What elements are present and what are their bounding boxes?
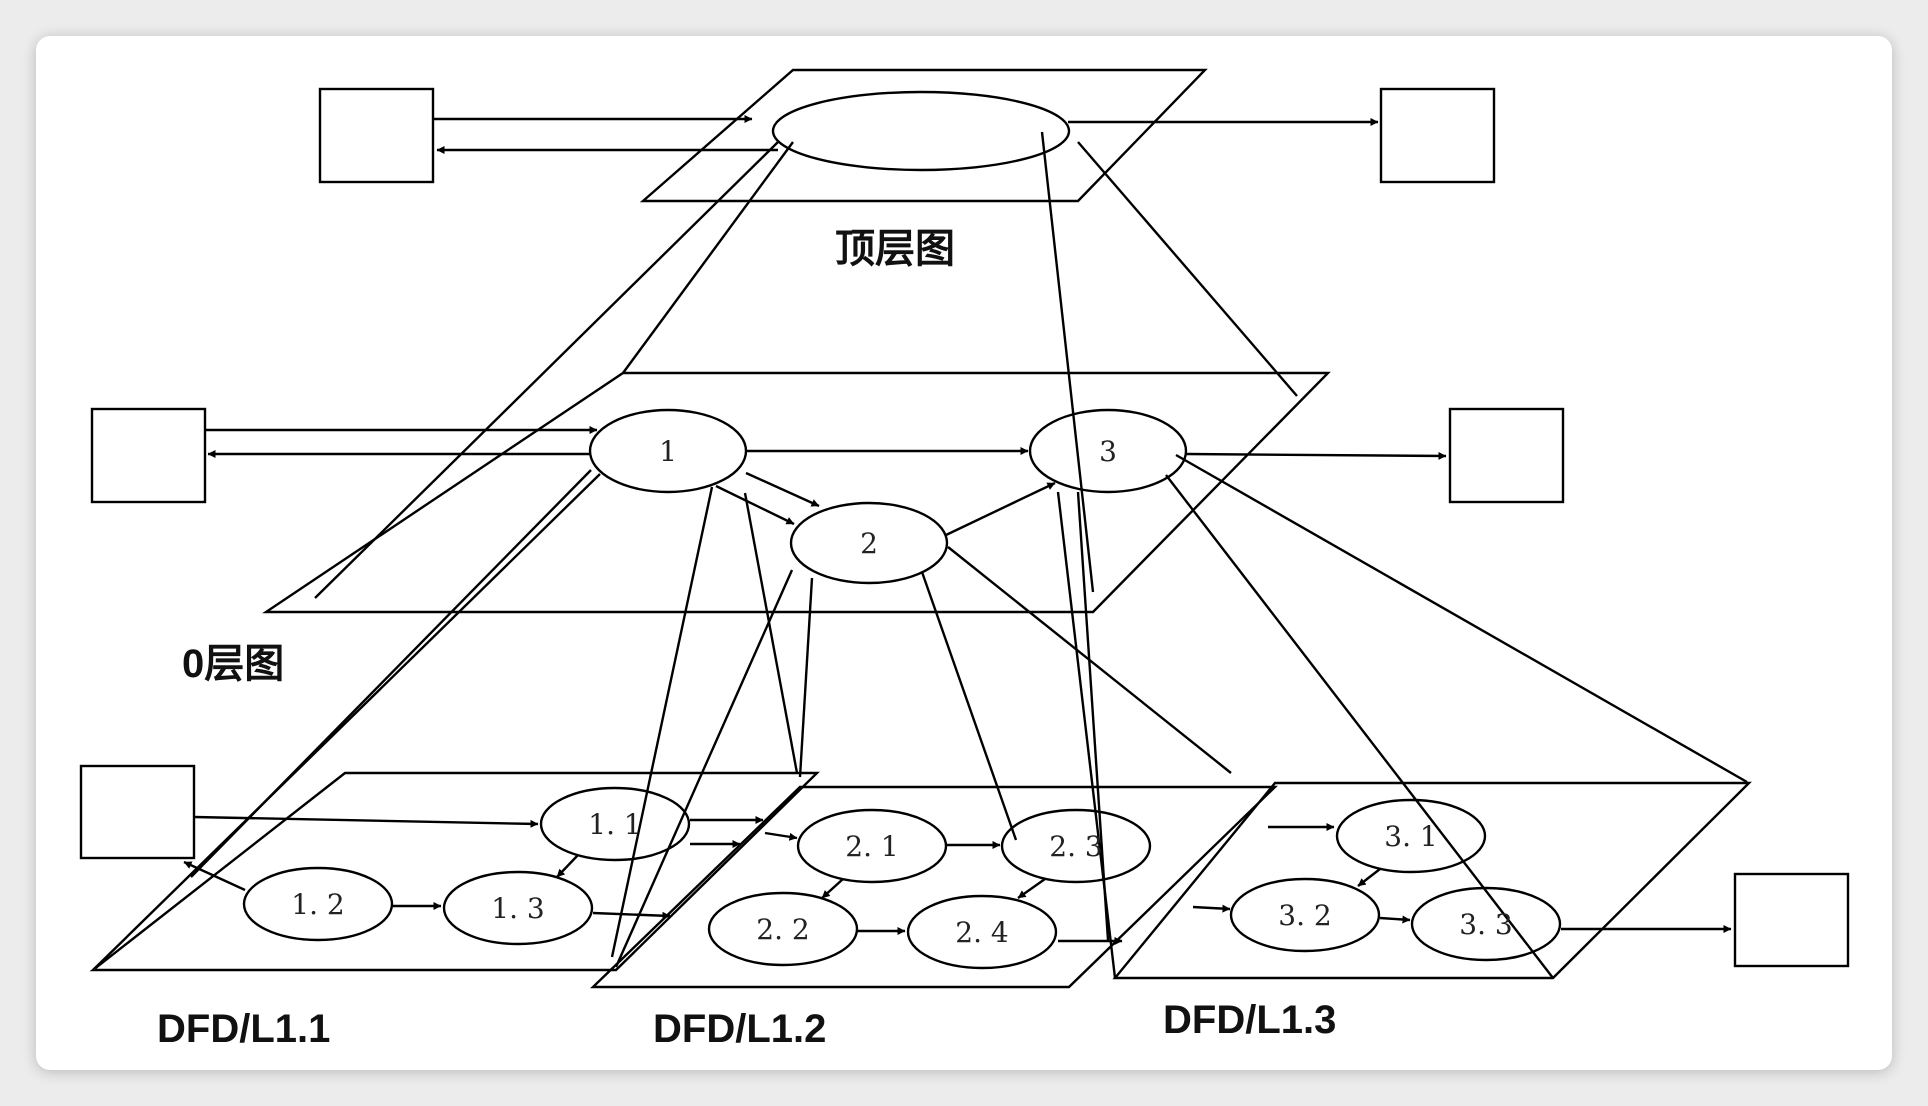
projection-line xyxy=(1077,141,1298,397)
projection-line xyxy=(1076,491,1110,941)
projection-line xyxy=(798,577,814,778)
projection-line xyxy=(622,141,794,374)
projection-line xyxy=(1175,453,1748,784)
process-label-1.2: 1. 2 xyxy=(291,888,344,921)
process-label-2: 2 xyxy=(860,527,878,560)
dfd-l12-flow-2.3-2.4-arrow xyxy=(1017,878,1046,899)
dfd-l11-plane xyxy=(89,771,820,972)
process-label-3: 3 xyxy=(1099,435,1117,468)
projection-line xyxy=(743,492,799,774)
projection-line xyxy=(92,473,601,971)
dfd-l11-flow-in-arrow xyxy=(193,815,539,828)
dfd-l11-flow-1.2-source-arrow xyxy=(183,860,246,892)
dfd-l13-sink-entity xyxy=(1733,872,1850,968)
dfd-l13-process-3.2-ellipse xyxy=(1229,877,1381,953)
projection-line xyxy=(314,141,779,599)
dfd-l13-flow-3.2-3.3-arrow xyxy=(1379,915,1411,924)
dfd-l11-flow-1.3-out-arrow xyxy=(592,911,671,920)
dfd-l11-process-1.1-ellipse xyxy=(539,786,691,862)
process-label-2.4: 2. 4 xyxy=(955,916,1008,949)
dfd-l11-source-entity xyxy=(79,764,196,860)
level0-sink-entity xyxy=(1448,407,1565,504)
process-label-1.3: 1. 3 xyxy=(491,892,544,925)
dfd-l12-process-2.4-ellipse xyxy=(906,894,1058,970)
process-label-3.3: 3. 3 xyxy=(1459,908,1512,941)
process-label-2.3: 2. 3 xyxy=(1049,830,1102,863)
dfd-l11-process-1.3-ellipse xyxy=(442,870,594,946)
top-layer-label: 顶层图 xyxy=(835,227,955,271)
dfd-l12-plane xyxy=(590,785,1278,989)
dfd-l11-label: DFD/L1.1 xyxy=(157,1007,330,1051)
projection-line xyxy=(614,569,794,968)
level0-source-entity xyxy=(90,407,207,504)
level0-plane xyxy=(262,371,1331,614)
dfd-l13-process-3.3-ellipse xyxy=(1410,886,1562,962)
level0-flow-3-sink-arrow xyxy=(1185,451,1447,460)
projection-line xyxy=(1040,131,1095,593)
dfd-l11-process-1.2-ellipse xyxy=(242,866,394,942)
top-layer-plane xyxy=(639,68,1208,203)
dfd-l13-plane xyxy=(1112,781,1752,980)
dfd-l12-label: DFD/L1.2 xyxy=(653,1007,826,1051)
dfd-l12-process-2.2-ellipse xyxy=(707,891,859,967)
level0-flow-1-2b-arrow xyxy=(715,484,795,526)
level0-flow-2-3-arrow xyxy=(945,481,1056,537)
process-label-1.1: 1. 1 xyxy=(588,808,641,841)
process-label-2.1: 2. 1 xyxy=(845,830,898,863)
top-process-ellipse xyxy=(771,90,1071,172)
process-label-2.2: 2. 2 xyxy=(756,913,809,946)
process-label-3.1: 3. 1 xyxy=(1384,820,1437,853)
level0-process-3-ellipse xyxy=(1028,408,1188,494)
level0-process-2-ellipse xyxy=(789,501,949,585)
dfd-l13-label: DFD/L1.3 xyxy=(1163,998,1336,1042)
level0-flow-1-2a-arrow xyxy=(745,471,820,508)
projection-line xyxy=(610,486,714,958)
dfd-l12-process-2.1-ellipse xyxy=(796,808,948,884)
process-label-1: 1 xyxy=(659,435,677,468)
dfd-l11-flow-1.1-1.3-arrow xyxy=(556,854,579,878)
dfd-l12-flow-2.1-2.2-arrow xyxy=(821,878,844,899)
dfd-l13-flow-3.1-3.2-arrow xyxy=(1357,868,1381,887)
projection-line xyxy=(1165,474,1554,979)
process-label-3.2: 3. 2 xyxy=(1278,899,1331,932)
projection-line xyxy=(920,571,1018,841)
dfd-l13-process-3.1-ellipse xyxy=(1335,798,1487,874)
top-sink-entity xyxy=(1379,87,1496,184)
top-source-entity xyxy=(318,87,435,184)
dfd-l12-flow-in-arrow xyxy=(764,831,798,841)
dfd-l13-flow-in2-arrow xyxy=(1192,904,1231,913)
level0-label: 0层图 xyxy=(182,642,284,686)
dfd-l12-process-2.3-ellipse xyxy=(1000,808,1152,884)
